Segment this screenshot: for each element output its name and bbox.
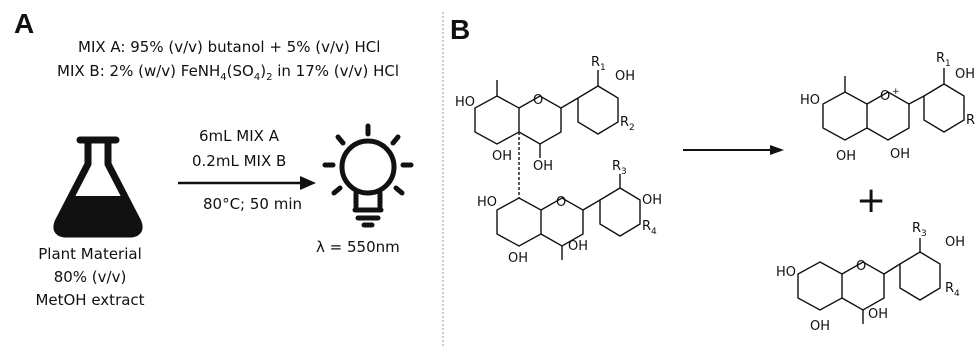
atom-oh: OH <box>890 147 910 162</box>
atom-r: R <box>620 115 629 130</box>
light-bulb-icon <box>322 123 414 228</box>
wavelength-label: λ = 550nm <box>316 238 400 256</box>
atom-subscript: 1 <box>945 59 951 69</box>
atom-oh: OH <box>945 235 965 250</box>
reagent-2-label: 0.2mL MIX B <box>192 152 287 170</box>
erlenmeyer-flask-icon <box>53 136 143 238</box>
panel-a-label: A <box>14 8 35 39</box>
atom-oh: OH <box>492 149 512 164</box>
panel-b-label: B <box>450 14 471 45</box>
sample-line-1: Plant Material <box>38 245 142 263</box>
mix-b-text: MIX B: 2% (w/v) FeNH4(SO4)2 in 17% (v/v)… <box>57 62 399 85</box>
atom-ho: HO <box>776 265 796 280</box>
reagent-1-label: 6mL MIX A <box>199 127 279 145</box>
atom-r: R <box>966 113 975 128</box>
anthocyanidin-structure <box>822 68 965 141</box>
flavan-3-ol-structure <box>797 238 941 324</box>
atom-oh: OH <box>642 193 662 208</box>
atom-oh: OH <box>508 251 528 266</box>
reaction-arrow-a <box>178 176 316 190</box>
sample-line-2: 80% (v/v) <box>53 268 127 286</box>
plus-sign: + <box>856 180 886 221</box>
atom-ho: HO <box>477 195 497 210</box>
atom-r: R <box>612 159 621 174</box>
atom-r: R <box>945 281 954 296</box>
atom-charge: + <box>892 87 900 97</box>
mix-b-close: ) <box>260 62 267 80</box>
atom-r: R <box>591 55 600 70</box>
atom-o: O <box>556 195 566 210</box>
atom-ho: HO <box>800 93 820 108</box>
reaction-arrow-b <box>683 145 784 155</box>
atom-oh: OH <box>836 149 856 164</box>
atom-subscript: 1 <box>600 63 606 73</box>
atom-o-plus: O <box>880 89 890 104</box>
atom-subscript: 4 <box>651 227 657 237</box>
mix-b-subscript: 4 <box>220 72 227 83</box>
mix-b-subscript: 2 <box>266 72 273 83</box>
atom-oh: OH <box>955 67 975 82</box>
mix-b-suffix: in 17% (v/v) HCl <box>272 62 399 80</box>
mix-b-subscript: 4 <box>253 72 261 83</box>
conditions-label: 80°C; 50 min <box>203 195 303 213</box>
atom-oh: OH <box>533 159 553 174</box>
atom-subscript: 3 <box>621 167 627 177</box>
atom-oh: OH <box>868 307 888 322</box>
procyanidin-dimer-structure <box>474 70 641 260</box>
atom-r: R <box>936 51 945 66</box>
atom-o: O <box>533 93 543 108</box>
atom-oh: OH <box>810 319 830 334</box>
atom-subscript: 4 <box>954 289 960 299</box>
atom-r: R <box>912 221 921 236</box>
atom-subscript: 3 <box>921 229 927 239</box>
atom-o: O <box>856 259 866 274</box>
sample-line-3: MetOH extract <box>35 291 145 309</box>
atom-ho: HO <box>455 95 475 110</box>
mix-b-mid: (SO <box>226 62 254 80</box>
mix-b-prefix: MIX B: 2% (w/v) FeNH <box>57 62 221 80</box>
atom-subscript: 2 <box>629 123 635 133</box>
atom-oh: OH <box>568 239 588 254</box>
atom-oh: OH <box>615 69 635 84</box>
atom-r: R <box>642 219 651 234</box>
mix-a-text: MIX A: 95% (v/v) butanol + 5% (v/v) HCl <box>78 38 381 56</box>
